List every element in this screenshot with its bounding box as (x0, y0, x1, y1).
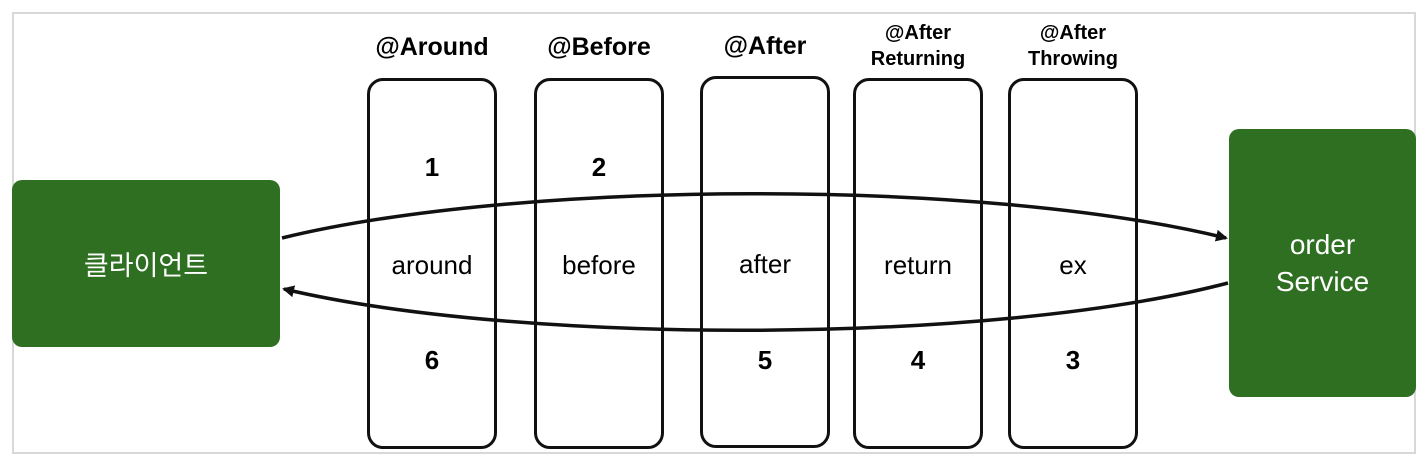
order-service-box: order Service (1229, 129, 1416, 397)
column-after-box (700, 76, 830, 448)
step-number: 4 (910, 345, 926, 375)
client-box: 클라이언트 (12, 180, 280, 347)
column-after-throwing-header: @After Throwing (1028, 22, 1118, 70)
advice-label: around (391, 250, 473, 280)
client-label: 클라이언트 (83, 251, 209, 281)
step-number: 2 (591, 152, 607, 182)
step-number: 6 (424, 345, 440, 375)
step-number: 1 (424, 152, 440, 182)
column-around-box (367, 78, 497, 449)
step-number: 5 (757, 345, 773, 375)
advice-label: after (738, 249, 792, 279)
response-arrow (282, 281, 1229, 333)
advice-label: before (562, 250, 636, 280)
advice-label: ex (1059, 250, 1087, 280)
column-before-header: @Before (547, 33, 651, 61)
column-before-box (534, 78, 664, 449)
column-after-throwing-box (1008, 78, 1138, 449)
column-after-returning-header: @After Returning (870, 22, 966, 70)
column-around-header: @Around (375, 33, 489, 61)
column-after-header: @After (723, 32, 807, 60)
order-service-label: order Service (1275, 229, 1370, 297)
step-number: 3 (1065, 345, 1081, 375)
advice-label: return (884, 250, 952, 280)
column-after-returning-box (853, 78, 983, 449)
request-arrow (281, 192, 1228, 242)
